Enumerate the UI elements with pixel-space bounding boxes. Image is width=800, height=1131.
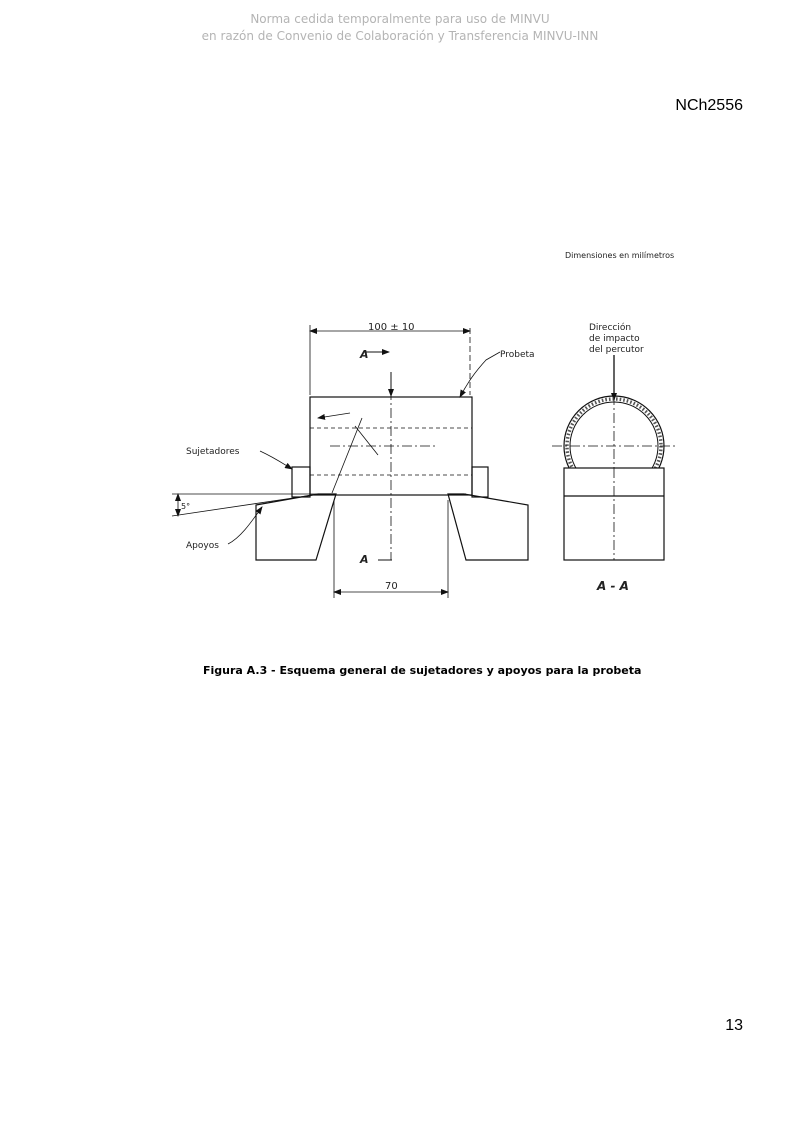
units-note: Dimensiones en milímetros [565, 251, 674, 260]
dim-length-label: 100 ± 10 [368, 322, 415, 333]
side-view [171, 325, 529, 598]
label-apoyos: Apoyos [186, 541, 219, 551]
watermark-line-2: en razón de Convenio de Colaboración y T… [201, 29, 599, 43]
section-mark-top: A [359, 348, 369, 361]
dim-support-gap-label: 70 [385, 581, 398, 592]
label-probeta: Probeta [500, 350, 535, 360]
section-mark-bottom: A [359, 553, 369, 566]
page-number: 13 [725, 1017, 743, 1034]
standard-code: NCh2556 [675, 97, 743, 114]
direction-label: Dirección de impacto del percutor [589, 322, 644, 355]
label-angle: 5° [181, 502, 190, 511]
watermark-line-1: Norma cedida temporalmente para uso de M… [250, 12, 550, 26]
figure-a3-diagram: Dimensiones en milímetros [171, 251, 676, 677]
support-right [447, 493, 529, 561]
section-label: A - A [596, 579, 629, 593]
direction-label-line-2: de impacto [589, 334, 640, 344]
clamp-right [471, 466, 489, 498]
figure-caption: Figura A.3 - Esquema general de sujetado… [203, 664, 641, 677]
support-left [255, 493, 337, 561]
section-view [552, 355, 676, 561]
label-sujetadores: Sujetadores [186, 447, 240, 457]
direction-label-line-3: del percutor [589, 345, 644, 355]
clamp-left [291, 466, 311, 498]
direction-label-line-1: Dirección [589, 322, 631, 333]
